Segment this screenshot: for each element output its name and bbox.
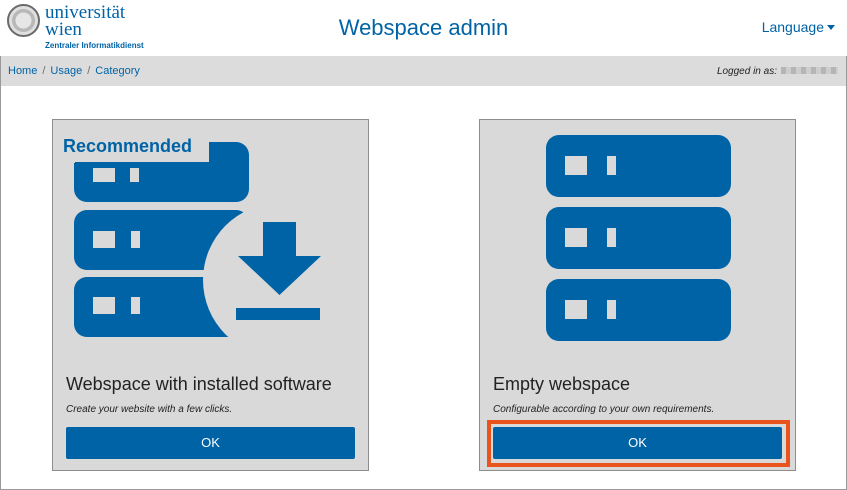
card-installed-software[interactable]: Recommended Webspace with installed soft… xyxy=(52,119,369,471)
login-status: Logged in as: xyxy=(717,66,838,77)
language-label: Language xyxy=(761,19,824,35)
card-description: Create your website with a few clicks. xyxy=(66,404,233,415)
ok-button-empty-webspace[interactable]: OK xyxy=(493,427,782,459)
breadcrumb-usage[interactable]: Usage xyxy=(50,65,83,77)
breadcrumb-home[interactable]: Home xyxy=(8,65,38,77)
card-title: Webspace with installed software xyxy=(66,374,332,394)
app-header: universität wien Zentraler Informatikdie… xyxy=(0,0,847,56)
recommended-badge: Recommended xyxy=(63,136,192,156)
ok-button-installed-software[interactable]: OK xyxy=(66,427,355,459)
logo-subtitle: Zentraler Informatikdienst xyxy=(45,41,144,50)
breadcrumb-bar: Home / Usage / Category Logged in as: xyxy=(1,56,846,86)
page-title: Webspace admin xyxy=(338,15,509,40)
university-seal-icon xyxy=(7,4,40,37)
language-dropdown[interactable]: Language xyxy=(762,19,835,35)
card-title: Empty webspace xyxy=(493,374,631,394)
logo-word-wien: wien xyxy=(45,19,82,40)
card-description: Configurable according to your own requi… xyxy=(493,404,715,415)
server-download-icon: Recommended xyxy=(57,130,357,357)
caret-down-icon xyxy=(827,25,835,30)
breadcrumb: Home / Usage / Category xyxy=(8,65,140,77)
breadcrumb-separator: / xyxy=(42,65,46,77)
breadcrumb-separator: / xyxy=(87,65,91,77)
card-empty-webspace[interactable]: Empty webspace Configurable according to… xyxy=(479,119,796,471)
university-logo[interactable]: universität wien Zentraler Informatikdie… xyxy=(7,2,147,52)
logo-word-universitaet: universität xyxy=(45,2,126,23)
server-stack-icon xyxy=(546,135,731,341)
login-label: Logged in as: xyxy=(716,66,777,77)
breadcrumb-category[interactable]: Category xyxy=(95,65,140,77)
redacted-username xyxy=(781,67,838,74)
